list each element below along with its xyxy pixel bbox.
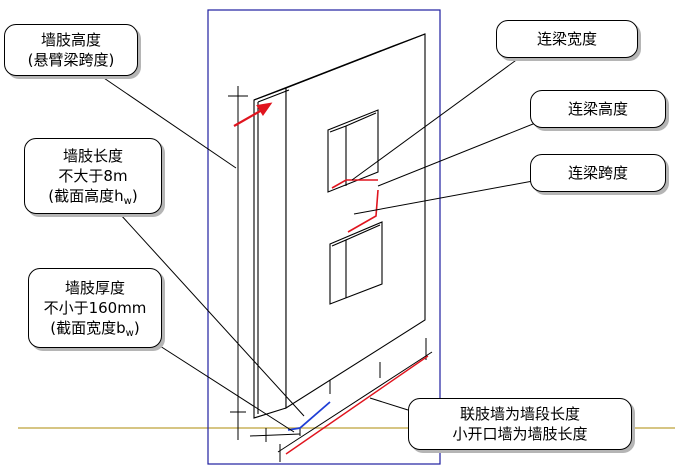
- limb-height-line1: 墙肢高度: [40, 31, 101, 49]
- leader-lines: [97, 49, 561, 433]
- limb-length-line2: 不大于8m: [58, 167, 128, 185]
- limb-length-line3-prefix: (截面高度h: [48, 187, 124, 205]
- thickness-highlight: [287, 401, 331, 431]
- beam-height-label: 连梁高度: [567, 100, 628, 118]
- beam-width-highlight: [331, 179, 378, 189]
- upper-opening: [327, 109, 379, 193]
- segment-length-line1: 联肢墙为墙段长度: [459, 405, 580, 423]
- figure-frame: [207, 9, 441, 465]
- limb-thickness-line2: 不小于160mm: [43, 299, 147, 317]
- callout-limb-height: 墙肢高度 (悬臂梁跨度): [4, 24, 138, 76]
- limb-length-line1: 墙肢长度: [62, 147, 123, 165]
- limb-thickness-line3-sub: w: [125, 328, 134, 339]
- limb-thickness-line1: 墙肢厚度: [64, 279, 125, 297]
- limb-length-line3-suffix: ): [131, 187, 138, 205]
- callout-beam-width: 连梁宽度: [496, 20, 638, 58]
- beam-span-label: 连梁跨度: [567, 164, 628, 182]
- callout-beam-span: 连梁跨度: [530, 154, 666, 192]
- limb-thickness-line3-suffix: ): [133, 319, 140, 337]
- lower-opening: [329, 221, 383, 305]
- limb-thickness-line3: (截面宽度bw): [50, 318, 140, 339]
- callout-segment-length: 联肢墙为墙段长度 小开口墙为墙肢长度: [408, 398, 632, 450]
- limb-length-line3-sub: w: [123, 196, 132, 207]
- limb-height-line2: (悬臂梁跨度): [27, 51, 115, 69]
- callout-limb-thickness: 墙肢厚度 不小于160mm (截面宽度bw): [28, 268, 162, 348]
- base-dimension: [249, 338, 433, 462]
- limb-thickness-line3-prefix: (截面宽度b: [50, 319, 126, 337]
- red-arrow: [233, 102, 273, 127]
- wall-body: [253, 33, 426, 419]
- callout-beam-height: 连梁高度: [530, 90, 666, 128]
- segment-length-highlight: [285, 355, 429, 455]
- segment-length-line2: 小开口墙为墙肢长度: [452, 425, 588, 443]
- height-dimension: [228, 86, 248, 440]
- limb-length-line3: (截面高度hw): [48, 186, 138, 207]
- beam-span-highlight: [347, 189, 379, 233]
- beam-width-label: 连梁宽度: [536, 30, 597, 48]
- callout-limb-length: 墙肢长度 不大于8m (截面高度hw): [24, 138, 162, 214]
